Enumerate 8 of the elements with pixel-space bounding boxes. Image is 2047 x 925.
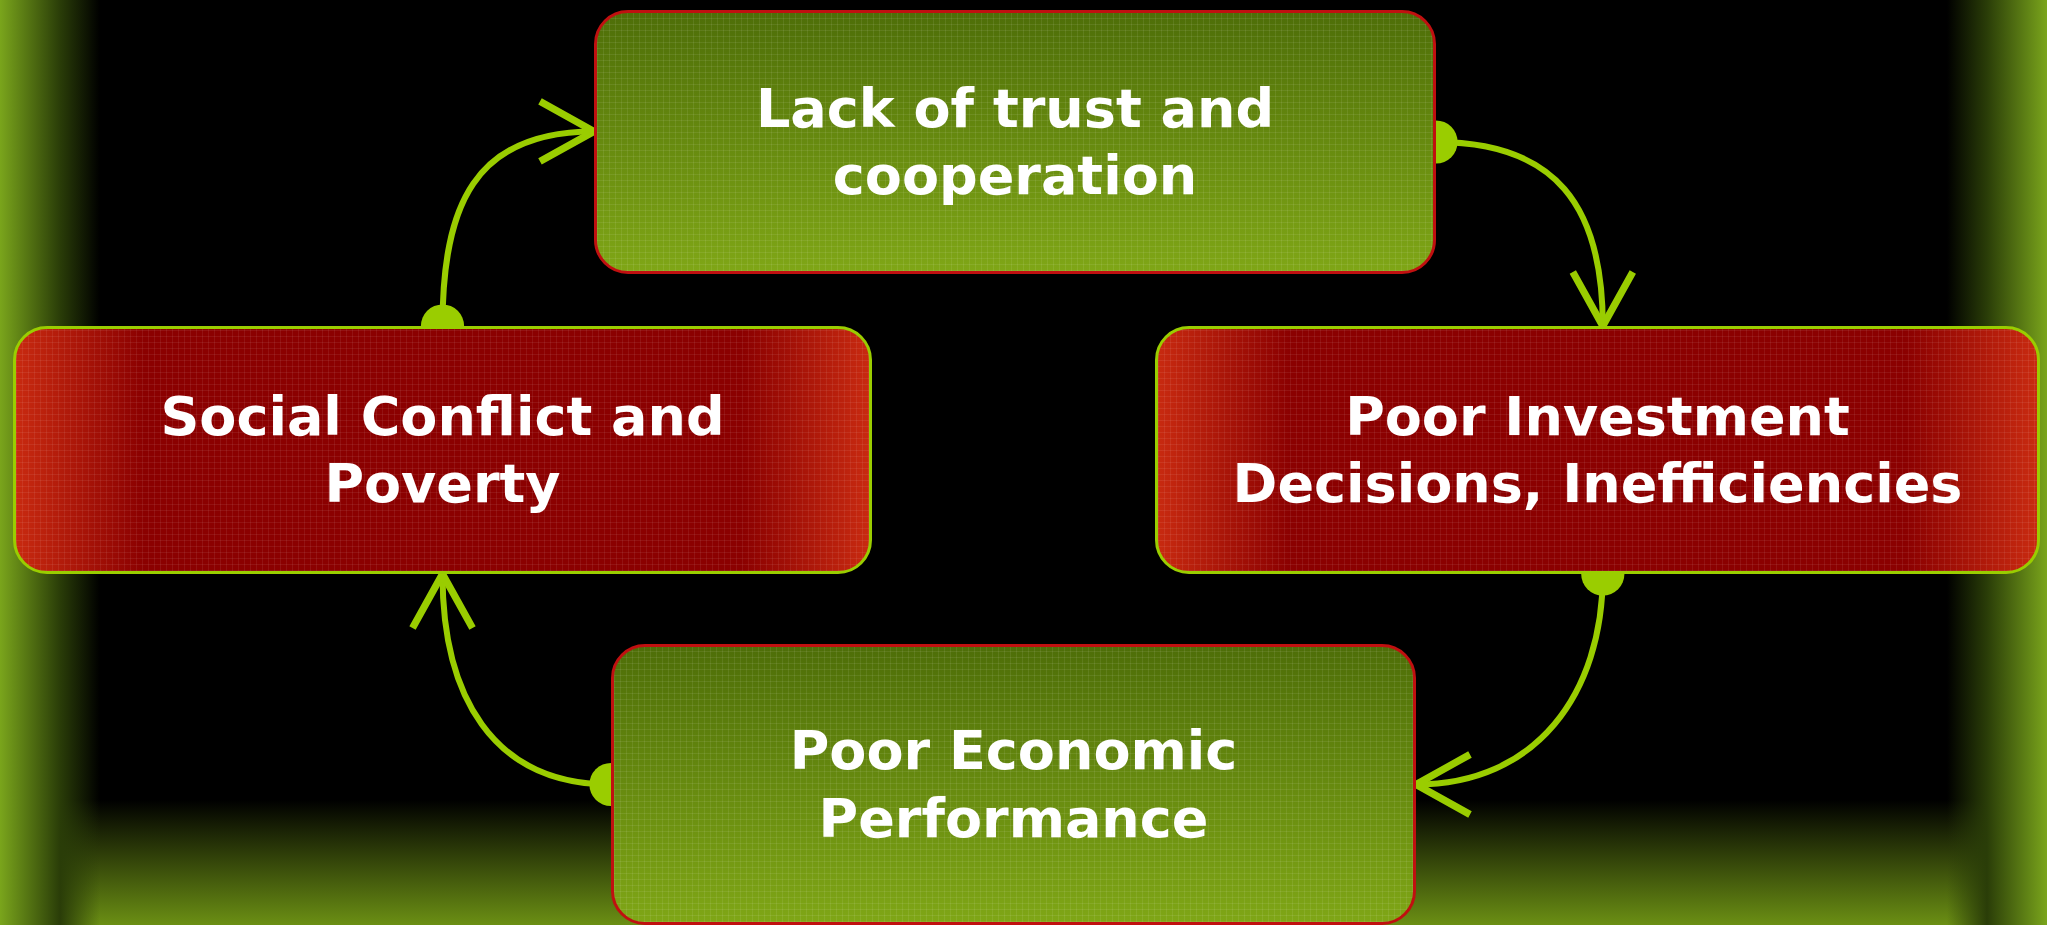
problem-box <box>13 326 872 574</box>
box-label: Social Conflict and Poverty <box>159 383 726 517</box>
process-box <box>611 644 1416 925</box>
box-label: Lack of trust and cooperation <box>754 75 1276 209</box>
problem-box <box>1155 326 2040 574</box>
process-box <box>594 10 1436 274</box>
box-label: Poor Investment Decisions, Inefficiencies <box>1231 383 1964 517</box>
box-label: Poor Economic Performance <box>788 718 1239 852</box>
